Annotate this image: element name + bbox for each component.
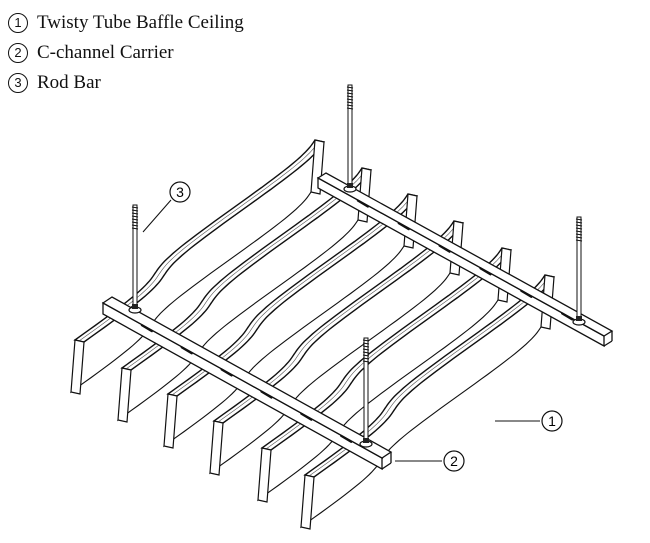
rod-nut bbox=[363, 438, 369, 443]
callout-number-2: 2 bbox=[450, 453, 458, 469]
carrier-slot bbox=[180, 346, 193, 355]
carrier-slot bbox=[220, 368, 233, 377]
carrier-slot bbox=[260, 390, 273, 399]
legend-item-baffle: 1 Twisty Tube Baffle Ceiling bbox=[8, 8, 244, 38]
baffle-end-cap bbox=[117, 367, 132, 423]
carrier-slot bbox=[520, 289, 533, 298]
carrier-slot bbox=[479, 267, 492, 276]
carrier-slot bbox=[140, 324, 153, 333]
rod-nut bbox=[347, 183, 353, 188]
carrier-slot bbox=[397, 222, 410, 231]
carrier-slot bbox=[356, 199, 369, 208]
legend-label: C-channel Carrier bbox=[37, 42, 174, 63]
rod-nut bbox=[576, 316, 582, 321]
rod-bar bbox=[363, 337, 369, 443]
callout-c-channel-carrier: 2 bbox=[395, 450, 465, 472]
legend: 1 Twisty Tube Baffle Ceiling 2 C-channel… bbox=[8, 8, 244, 98]
carrier-slot bbox=[561, 312, 574, 321]
callout-number-3: 3 bbox=[176, 184, 184, 200]
carrier-slot bbox=[438, 244, 451, 253]
legend-label: Twisty Tube Baffle Ceiling bbox=[37, 12, 244, 33]
legend-number: 3 bbox=[8, 73, 28, 93]
callout-number-1: 1 bbox=[548, 413, 556, 429]
rod-nut bbox=[132, 304, 138, 309]
front-c-channel-carrier bbox=[101, 296, 393, 471]
legend-number: 1 bbox=[8, 13, 28, 33]
carrier-slot bbox=[340, 434, 353, 443]
rear-c-channel-carrier bbox=[316, 172, 614, 348]
rod-bar bbox=[132, 204, 138, 309]
callout-baffle-ceiling: 1 bbox=[495, 410, 563, 432]
carrier-slot bbox=[300, 412, 313, 421]
legend-item-rod: 3 Rod Bar bbox=[8, 68, 244, 98]
baffle-end-cap bbox=[300, 474, 315, 530]
rod-bar bbox=[576, 216, 582, 321]
baffle-end-cap bbox=[163, 393, 178, 449]
callout-rod-bar: 3 bbox=[142, 181, 191, 233]
baffle-end-cap bbox=[209, 420, 224, 476]
baffle-end-cap bbox=[70, 339, 85, 395]
legend-item-carrier: 2 C-channel Carrier bbox=[8, 38, 244, 68]
legend-label: Rod Bar bbox=[37, 72, 101, 93]
baffle-end-cap bbox=[257, 447, 272, 503]
legend-number: 2 bbox=[8, 43, 28, 63]
rod-bar bbox=[347, 84, 353, 188]
rod-bars bbox=[128, 84, 586, 448]
